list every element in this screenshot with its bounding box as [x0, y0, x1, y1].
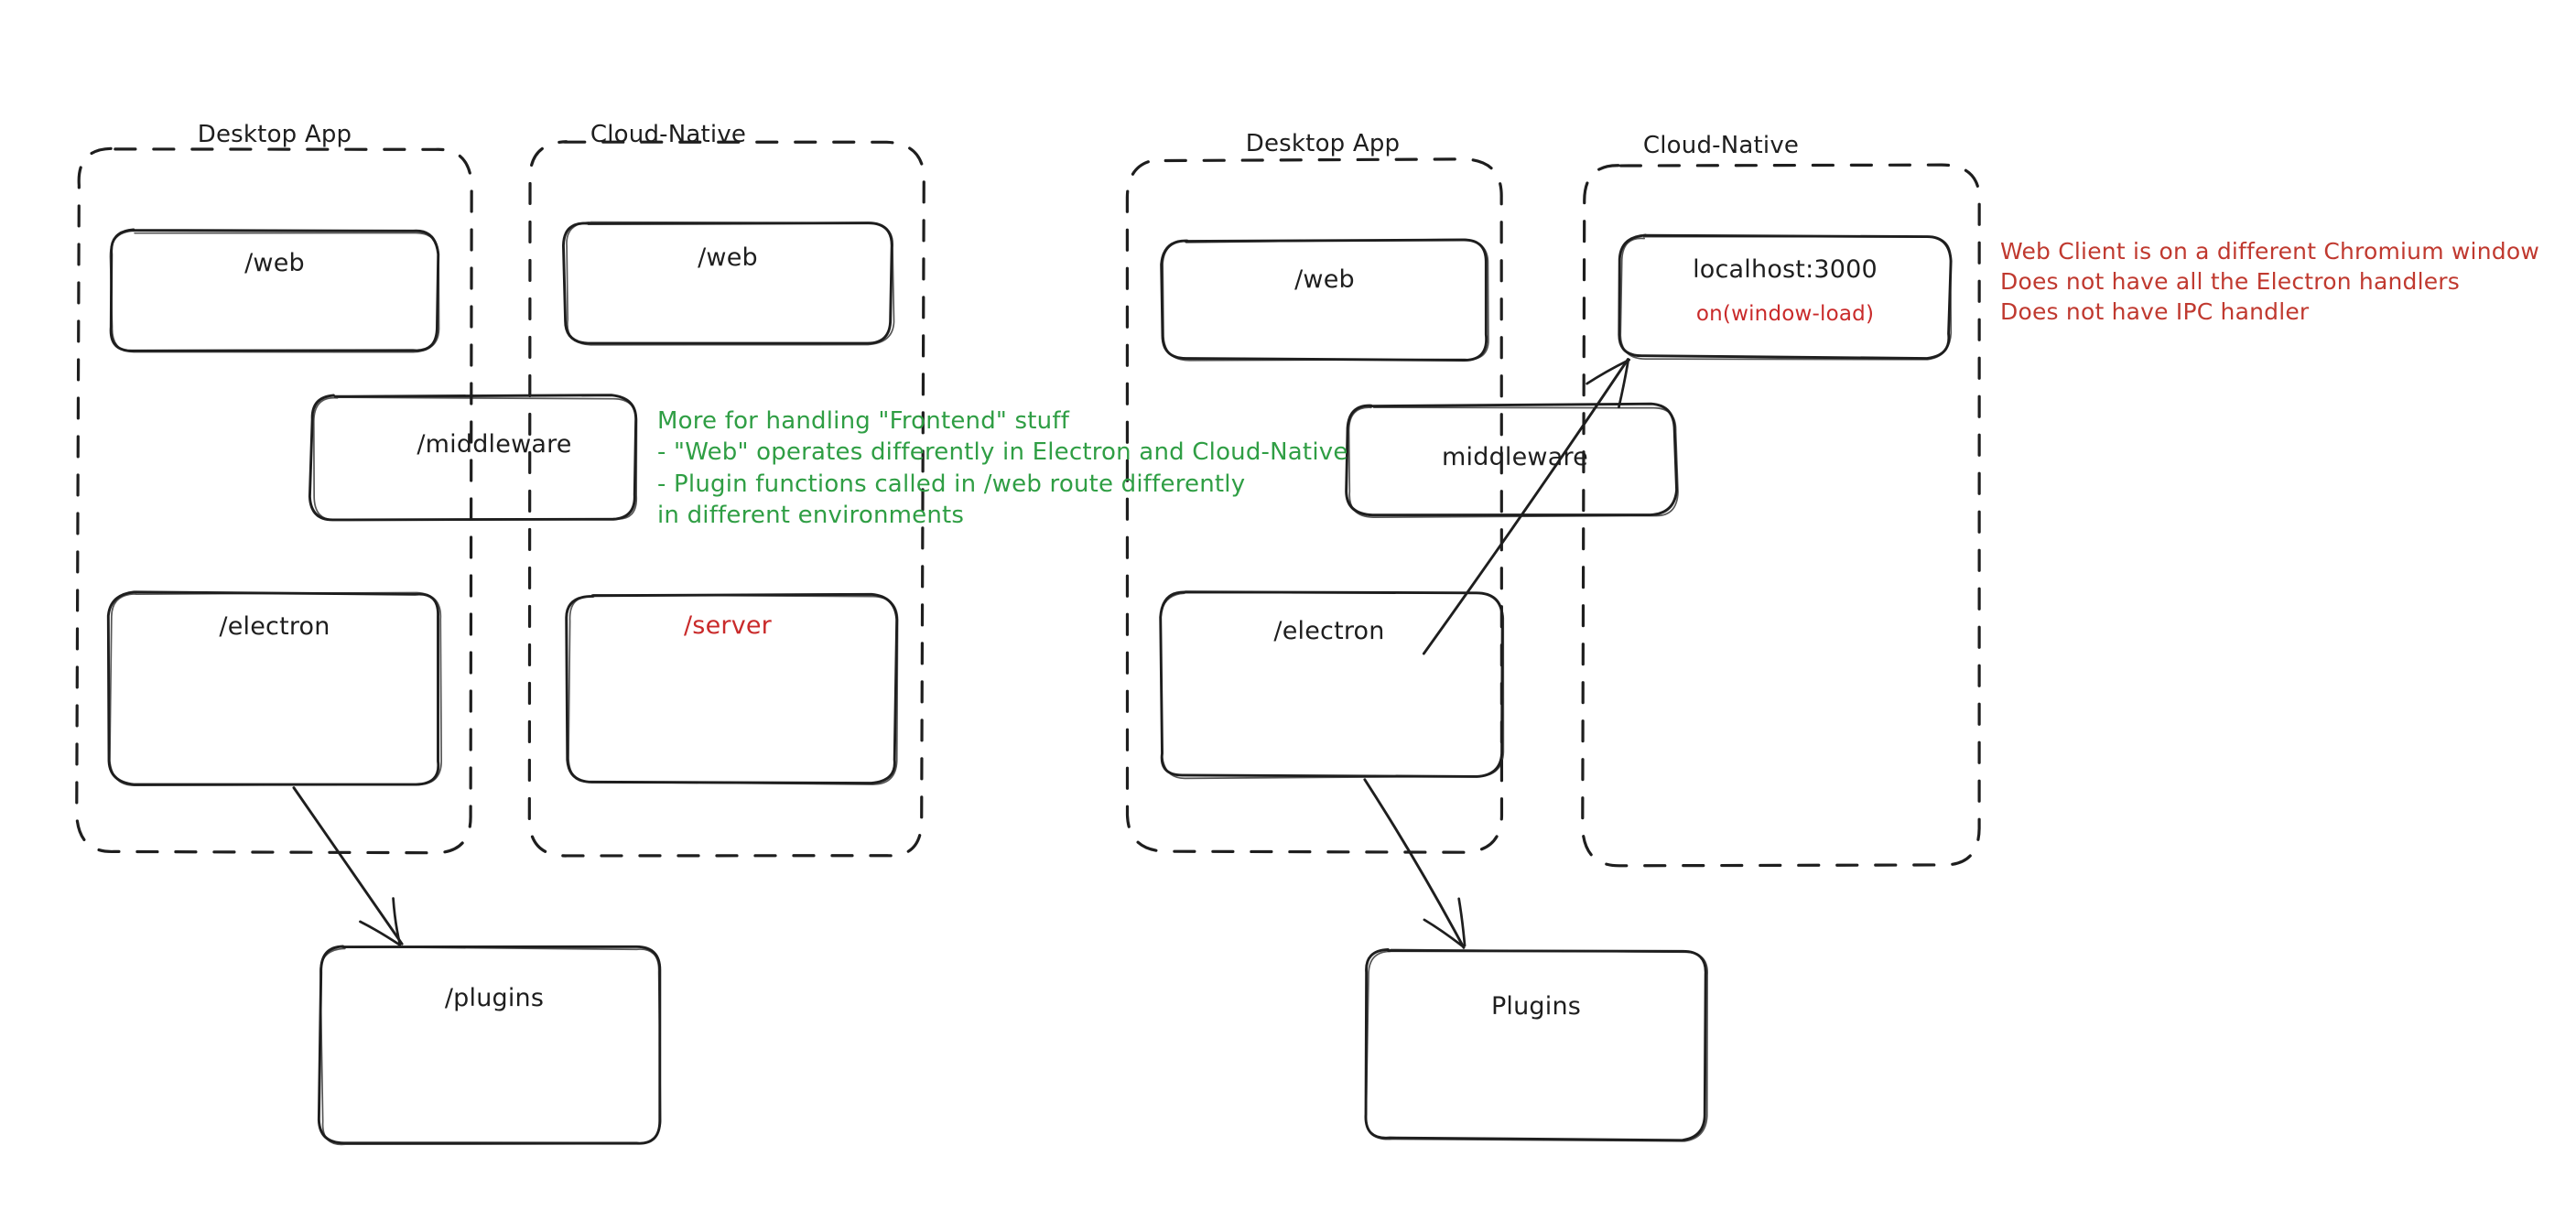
- box-right-2: [1348, 406, 1679, 518]
- group-container-left-1: [527, 140, 925, 858]
- group-title: Desktop App: [1245, 130, 1401, 157]
- group-container-right-1: [1581, 163, 1981, 868]
- annotation-line: More for handling "Frontend" stuff: [657, 407, 1070, 435]
- box-left-2: [312, 396, 638, 521]
- box-left-4: [565, 592, 899, 785]
- box-left-5: [319, 946, 662, 1146]
- group-title: Cloud-Native: [590, 121, 747, 148]
- annotation-line: Does not have all the Electron handlers: [2000, 268, 2461, 295]
- box-right-1: [1619, 235, 1953, 361]
- electron-to-plugins-shaft: [292, 786, 404, 946]
- electron-to-localhost-head: [1586, 358, 1631, 385]
- box-label: /web: [698, 243, 758, 272]
- box-right-4: [1365, 948, 1708, 1142]
- box-label: /plugins: [444, 984, 545, 1012]
- annotation-line: Web Client is on a different Chromium wi…: [2000, 238, 2539, 265]
- box-label: localhost:3000: [1693, 255, 1878, 284]
- annotation-line: - "Web" operates differently in Electron…: [657, 438, 1348, 467]
- box-right-4: [1364, 947, 1707, 1142]
- annotation-line: - Plugin functions called in /web route …: [657, 470, 1246, 498]
- box-right-3: [1160, 591, 1505, 780]
- electron-to-plugins-head: [1423, 918, 1465, 948]
- box-left-3: [109, 591, 442, 786]
- group-container-left-0: [75, 146, 473, 855]
- group-container-right-0: [1125, 157, 1504, 854]
- annotation-line: Does not have IPC handler: [2000, 298, 2310, 325]
- box-label: /electron: [219, 612, 330, 641]
- electron-to-plugins-shaft: [1363, 778, 1466, 949]
- electron-to-plugins-head: [359, 920, 402, 946]
- box-right-1: [1618, 233, 1953, 361]
- electron-to-localhost-head: [1618, 359, 1629, 409]
- box-label: middleware: [1442, 443, 1588, 471]
- box-label: /middleware: [417, 430, 572, 459]
- electron-to-plugins-head: [1457, 897, 1467, 947]
- annotation-note-green: More for handling "Frontend" stuff - "Web…: [657, 405, 1348, 531]
- box-label: Plugins: [1490, 992, 1582, 1021]
- box-left-5: [317, 945, 662, 1145]
- electron-to-localhost-shaft: [1422, 358, 1629, 655]
- electron-to-plugins-head: [392, 897, 401, 945]
- box-left-1: [561, 222, 893, 345]
- box-left-1: [566, 221, 895, 346]
- annotation-note-red: Web Client is on a different Chromium wi…: [2000, 236, 2539, 327]
- group-title: Cloud-Native: [1642, 132, 1800, 159]
- box-label: /electron: [1273, 617, 1385, 645]
- annotation-line: in different environments: [657, 501, 965, 529]
- box-right-0: [1162, 238, 1489, 362]
- box-sublabel: on(window-load): [1695, 302, 1875, 326]
- box-label: /web: [1294, 265, 1355, 294]
- group-title: Desktop App: [197, 121, 352, 148]
- box-label: /server: [684, 611, 772, 640]
- box-label: /web: [244, 249, 305, 277]
- box-left-0: [109, 230, 440, 353]
- box-left-4: [568, 594, 899, 785]
- box-right-0: [1160, 238, 1488, 362]
